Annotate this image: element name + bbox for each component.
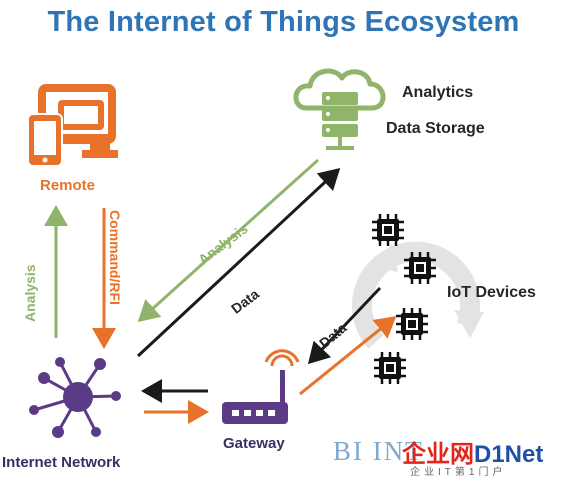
iot-devices-label: IoT Devices bbox=[447, 284, 536, 301]
chip-icon bbox=[374, 352, 406, 384]
watermark-badge: 企业网D1Net bbox=[402, 434, 543, 469]
edge-data-diagonal bbox=[136, 167, 341, 358]
internet-network-label: Internet Network bbox=[2, 454, 121, 471]
watermark-brand: BI INT bbox=[333, 436, 424, 466]
chip-icon bbox=[372, 214, 404, 246]
watermark-badge-d1: D1Net bbox=[474, 441, 544, 468]
router-icon bbox=[222, 349, 300, 424]
watermark-sub: 企业IT第1门户 bbox=[410, 467, 507, 478]
hub-network-icon bbox=[29, 357, 121, 438]
edge-label-command-rfi: Command/RFI bbox=[107, 210, 123, 305]
remote-label: Remote bbox=[40, 177, 96, 194]
edge-label-analysis-vertical: Analysis bbox=[22, 264, 38, 322]
devices-icon bbox=[27, 84, 118, 167]
refresh-cycle-icon bbox=[352, 241, 484, 349]
chip-icon bbox=[404, 252, 436, 284]
cloud-server-icon bbox=[293, 68, 386, 150]
watermark-badge-cn: 企业网 bbox=[402, 441, 474, 468]
gateway-label: Gateway bbox=[223, 435, 285, 452]
chip-icon bbox=[396, 308, 428, 340]
diagram-title: The Internet of Things Ecosystem bbox=[47, 6, 520, 38]
data-storage-label: Data Storage bbox=[386, 120, 485, 137]
analytics-label: Analytics bbox=[402, 84, 474, 101]
edge-data-short bbox=[307, 286, 382, 365]
edge-analysis-diagonal bbox=[137, 158, 320, 323]
edge-gateway-to-iot bbox=[299, 316, 397, 396]
